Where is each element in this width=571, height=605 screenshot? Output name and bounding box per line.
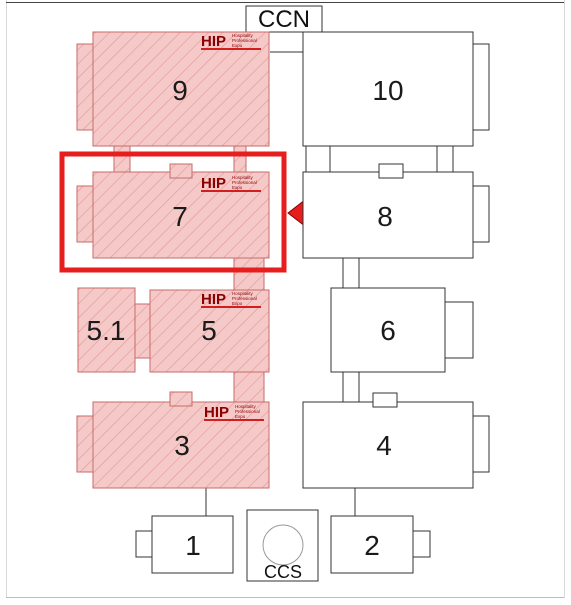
hall-7[interactable]: 7 HIP Hospitality Professional Expo <box>76 163 270 259</box>
ccs-label: CCS <box>264 562 302 582</box>
svg-text:Professional: Professional <box>232 296 257 301</box>
hall-5[interactable]: 5 HIP Hospitality Professional Expo <box>134 289 270 373</box>
hall-10[interactable]: 10 <box>302 31 490 147</box>
hip-logo-icon: HIP Hospitality Professional Expo <box>201 291 261 308</box>
page-frame <box>6 0 565 598</box>
hall-5-label: 5 <box>201 315 217 346</box>
hall-3[interactable]: 3 HIP Hospitality Professional Expo <box>76 391 270 489</box>
selected-hall-frame <box>59 151 287 273</box>
top-rule <box>6 2 564 3</box>
ccn-label: CCN <box>258 6 310 33</box>
hall-8-label: 8 <box>377 201 393 232</box>
hall-7-label: 7 <box>172 201 188 232</box>
svg-text:HIP: HIP <box>201 291 226 308</box>
hall-4-label: 4 <box>376 430 392 461</box>
svg-text:Expo: Expo <box>232 185 243 190</box>
svg-text:HIP: HIP <box>201 175 226 192</box>
ccs-building[interactable]: CCS <box>246 509 319 582</box>
svg-text:Hospitality: Hospitality <box>235 404 257 409</box>
svg-text:Hospitality: Hospitality <box>232 33 254 38</box>
hip-logo-icon: HIP Hospitality Professional Expo <box>201 33 261 50</box>
hall-9[interactable]: 9 HIP Hospitality Professional Expo <box>76 31 270 147</box>
ccn-building[interactable]: CCN <box>245 5 323 33</box>
hip-logo-icon: HIP Hospitality Professional Expo <box>204 404 264 421</box>
svg-text:Hospitality: Hospitality <box>232 291 254 296</box>
svg-text:HIP: HIP <box>201 33 226 50</box>
ccs-circle-icon <box>262 524 304 566</box>
hall-8[interactable]: 8 <box>302 163 490 259</box>
hall-3-label: 3 <box>174 430 190 461</box>
svg-text:Hospitality: Hospitality <box>232 175 254 180</box>
bottom-rule <box>6 597 564 598</box>
hip-logo-icon: HIP Hospitality Professional Expo <box>201 175 261 192</box>
hall-2[interactable]: 2 <box>330 515 431 574</box>
svg-text:Expo: Expo <box>235 414 246 419</box>
svg-text:Expo: Expo <box>232 301 243 306</box>
svg-text:Expo: Expo <box>232 43 243 48</box>
hall-1-label: 1 <box>185 530 201 561</box>
svg-text:Professional: Professional <box>232 38 257 43</box>
svg-text:HIP: HIP <box>204 404 229 421</box>
hall-2-label: 2 <box>364 530 380 561</box>
hall-5-1-label: 5.1 <box>87 315 126 346</box>
hall-6[interactable]: 6 <box>330 287 474 373</box>
hall-9-label: 9 <box>172 75 188 106</box>
hall-5-1[interactable]: 5.1 <box>77 287 136 373</box>
hall-10-label: 10 <box>372 75 403 106</box>
svg-text:Professional: Professional <box>232 180 257 185</box>
hall-4[interactable]: 4 <box>302 392 490 489</box>
svg-text:Professional: Professional <box>235 409 260 414</box>
hall-6-label: 6 <box>380 315 396 346</box>
hall-1[interactable]: 1 <box>135 515 234 574</box>
